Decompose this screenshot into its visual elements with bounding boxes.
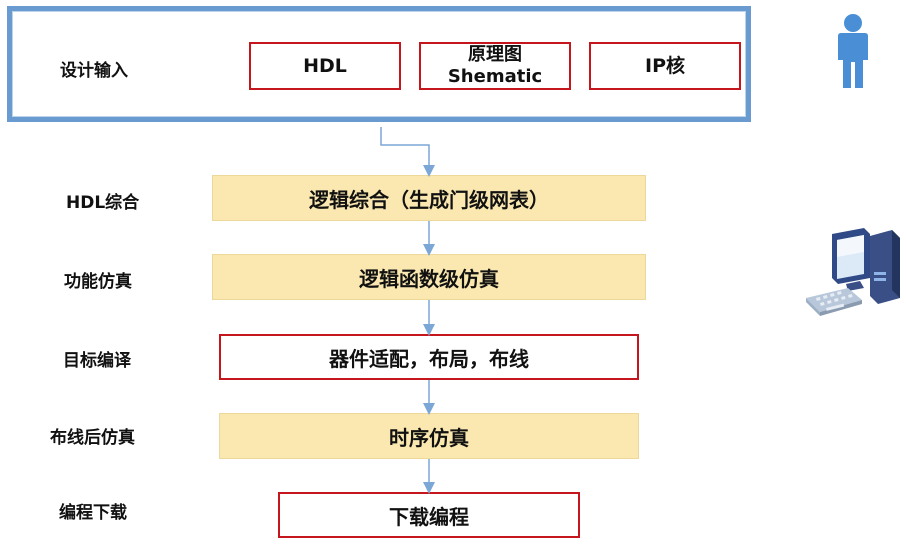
stage-label-target-compile: 目标编译 xyxy=(63,351,131,371)
stage-label-functional-sim: 功能仿真 xyxy=(64,272,132,292)
step-download-program: 下载编程 xyxy=(278,492,580,538)
step-logic-synthesis: 逻辑综合（生成门级网表） xyxy=(212,175,646,221)
design-input-label: 设计输入 xyxy=(60,61,128,81)
step-logic-function-sim: 逻辑函数级仿真 xyxy=(212,254,646,300)
arrow-design-to-synthesis xyxy=(380,127,435,177)
stage-label-synthesis: HDL综合 xyxy=(66,193,140,213)
input-ip-core-text: IP核 xyxy=(645,54,685,77)
input-hdl-text: HDL xyxy=(303,54,347,77)
input-hdl-box: HDL xyxy=(249,42,401,90)
stage-label-programming: 编程下载 xyxy=(59,503,127,523)
input-schematic-box: 原理图 Shematic xyxy=(419,42,571,90)
step-device-fitting: 器件适配，布局，布线 xyxy=(219,334,639,380)
stage-label-post-route-sim: 布线后仿真 xyxy=(50,428,135,448)
computer-icon xyxy=(806,228,900,316)
input-ip-core-box: IP核 xyxy=(589,42,741,90)
input-schematic-line2: Shematic xyxy=(447,66,543,87)
design-input-frame xyxy=(7,6,751,122)
person-icon xyxy=(838,14,868,88)
input-schematic-line1: 原理图 xyxy=(468,44,522,66)
